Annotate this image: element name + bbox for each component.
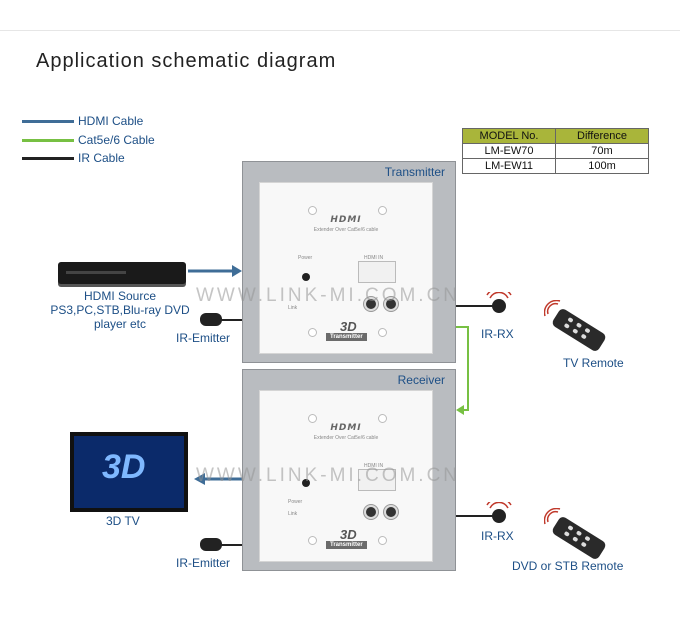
receiver-plate: HDMI Extender Over Cat5e/6 cable Power L… (259, 390, 433, 562)
link-label: Link (288, 511, 298, 517)
signal-waves-icon (486, 502, 512, 509)
receiver-badge: Transmitter (326, 541, 367, 549)
led-label: Power (288, 499, 303, 505)
cat-cable (455, 326, 469, 411)
screw (308, 328, 317, 337)
hdmi-logo: HDMI (330, 423, 362, 433)
source-label-line1: HDMI Source (83, 289, 157, 303)
hdmi-port (358, 469, 396, 491)
plate-subtitle: Extender Over Cat5e/6 cable (313, 227, 379, 233)
ir-rx-jack (384, 505, 398, 519)
transmitter-plate: HDMI Extender Over Cat5e/6 cable Power L… (259, 182, 433, 354)
legend-hdmi-swatch (22, 120, 74, 123)
signal-waves-icon (486, 292, 512, 299)
screw (308, 414, 317, 423)
ir-rx-icon (492, 299, 506, 313)
hdmi-in-arrow (232, 265, 242, 277)
hdmi-port (358, 261, 396, 283)
legend-cat-label: Cat5e/6 Cable (78, 133, 155, 147)
watermark: WWW.LINK-MI.COM.CN (196, 285, 461, 306)
transmitter-frame: Transmitter HDMI Extender Over Cat5e/6 c… (242, 161, 456, 363)
ir-emitter-label-top: IR-Emitter (176, 331, 230, 345)
ir-rx-jack (384, 297, 398, 311)
hdmi-out-arrow (194, 473, 205, 485)
tv-remote-label: TV Remote (563, 356, 624, 370)
source-label-line2: PS3,PC,STB,Blu-ray DVD (50, 303, 190, 317)
led-label: Power (298, 255, 313, 261)
port-label: HDMI IN (364, 463, 384, 469)
ir-tx-jack (364, 297, 378, 311)
difference-header: Difference (555, 128, 649, 144)
source-label: HDMI Source PS3,PC,STB,Blu-ray DVD playe… (30, 289, 210, 331)
screw (378, 328, 387, 337)
receiver-title: Receiver (397, 373, 445, 387)
remote-signal-icon (544, 508, 561, 525)
top-divider (0, 30, 680, 31)
ir-emitter-icon (200, 313, 222, 326)
ir-emitter-label-bottom: IR-Emitter (176, 556, 230, 570)
screw (308, 536, 317, 545)
model-header: MODEL No. (462, 128, 556, 144)
port-label: HDMI IN (364, 255, 384, 261)
legend-ir-label: IR Cable (78, 151, 125, 165)
status-led (302, 273, 310, 281)
ir-tx-jack (364, 505, 378, 519)
disc-slot (66, 271, 126, 274)
difference-cell: 100m (555, 158, 649, 174)
tv-stand (108, 508, 148, 512)
cat-arrow (456, 405, 464, 415)
screw (378, 536, 387, 545)
screw (308, 206, 317, 215)
remote-signal-icon (544, 300, 561, 317)
ir-emitter-icon (200, 538, 222, 551)
source-label-line3: player etc (93, 317, 147, 331)
tv-3d-graphic: 3D (102, 448, 146, 486)
hdmi-logo: HDMI (330, 215, 362, 225)
bluray-player-icon (58, 262, 186, 284)
screw (378, 206, 387, 215)
tv-label: 3D TV (106, 514, 140, 528)
badge-3d: 3D (340, 527, 357, 542)
legend-ir-swatch (22, 157, 74, 160)
watermark: WWW.LINK-MI.COM.CN (196, 465, 461, 486)
ir-rx-label-top: IR-RX (481, 327, 514, 341)
status-led (302, 479, 310, 487)
tv-icon: 3D (70, 432, 188, 512)
badge-3d: 3D (340, 319, 357, 334)
plate-subtitle: Extender Over Cat5e/6 cable (313, 435, 379, 441)
legend-cat-swatch (22, 139, 74, 142)
model-table: MODEL No. Difference LM-EW70 70m LM-EW11… (462, 128, 649, 174)
receiver-frame: Receiver HDMI Extender Over Cat5e/6 cabl… (242, 369, 456, 571)
page-title: Application schematic diagram (36, 50, 337, 72)
dvd-remote-label: DVD or STB Remote (512, 559, 624, 573)
ir-rx-label-bottom: IR-RX (481, 529, 514, 543)
legend-hdmi-label: HDMI Cable (78, 114, 144, 128)
ir-rx-icon (492, 509, 506, 523)
link-label: Link (288, 305, 298, 311)
transmitter-badge: Transmitter (326, 333, 367, 341)
screw (378, 414, 387, 423)
transmitter-title: Transmitter (384, 165, 445, 179)
